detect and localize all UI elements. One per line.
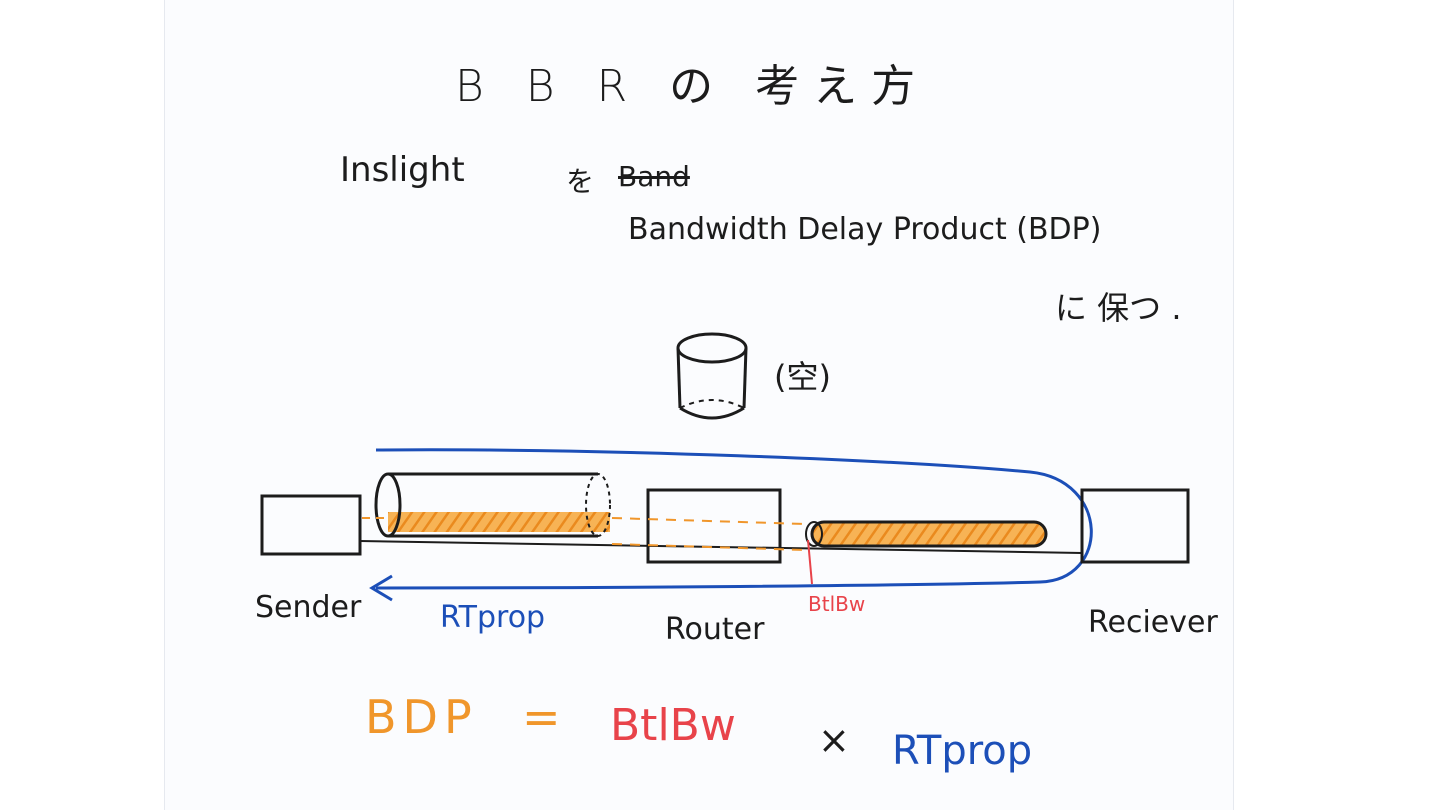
- page-title: B B R の 考え方: [455, 50, 929, 114]
- formula-rtprop: RTprop: [892, 728, 1032, 774]
- bucket-label: (空): [774, 352, 831, 398]
- receiver-label: Reciever: [1088, 605, 1218, 640]
- formula-bdp: BDP: [365, 690, 478, 744]
- formula-times: ×: [818, 718, 850, 762]
- insight-word: Inslight: [340, 150, 465, 190]
- bdp-phrase: Bandwidth Delay Product (BDP): [628, 212, 1101, 247]
- router-box: [648, 490, 780, 562]
- bottleneck-pipe: [806, 522, 1046, 546]
- keep-phrase: に 保つ .: [1055, 283, 1182, 329]
- bucket-icon: [678, 334, 746, 418]
- wide-pipe: [376, 474, 610, 536]
- btlbw-marker: [808, 540, 812, 584]
- formula-btlbw: BtlBw: [610, 700, 736, 751]
- flow-dash-top: [612, 518, 806, 524]
- sender-box: [262, 496, 360, 554]
- rtprop-label: RTprop: [440, 600, 545, 635]
- sender-label: Sender: [255, 590, 361, 625]
- particle-wo: を: [566, 160, 594, 200]
- receiver-box: [1082, 490, 1188, 562]
- btlbw-label: BtlBw: [808, 592, 865, 616]
- formula-equals: =: [522, 690, 561, 744]
- struck-word: Band: [618, 160, 690, 193]
- router-label: Router: [665, 612, 764, 647]
